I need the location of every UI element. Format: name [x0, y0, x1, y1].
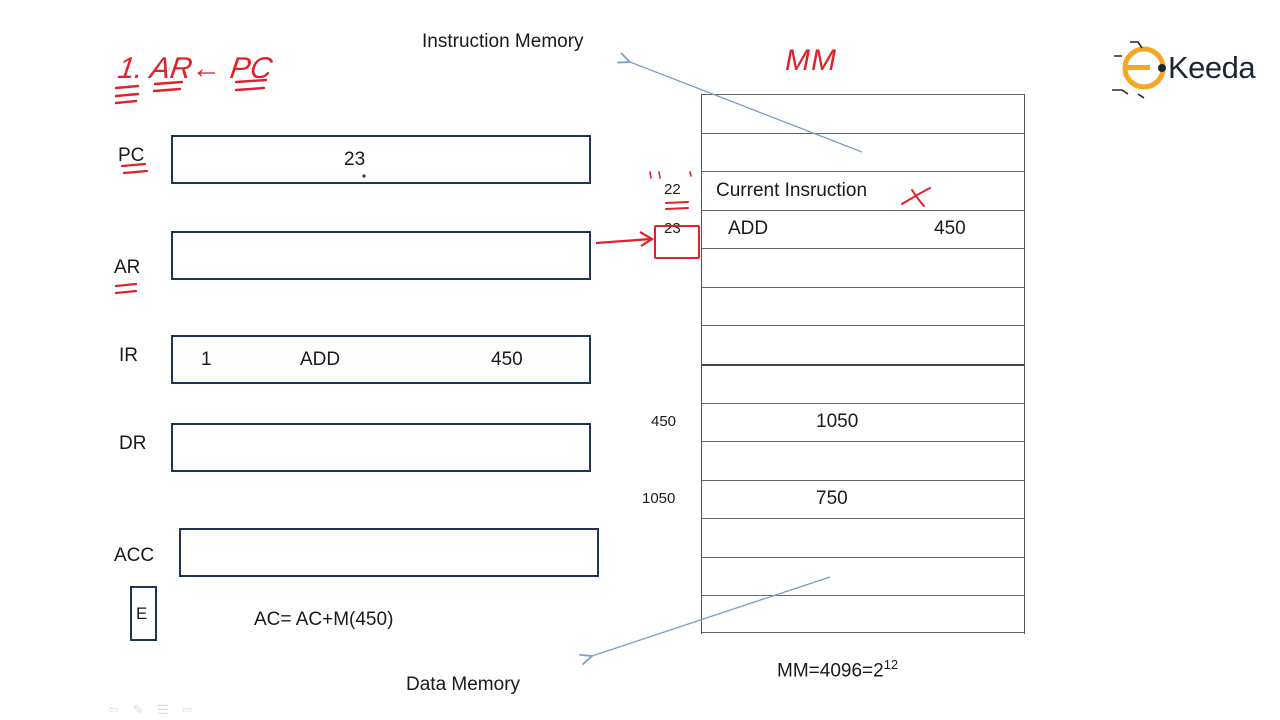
- ir-register-box: 1 ADD 450: [171, 335, 591, 384]
- memory-row: [702, 441, 1024, 479]
- acc-register-box: [179, 528, 599, 577]
- mm-formula-exponent: 12: [883, 657, 899, 672]
- memory-row: 1050: [702, 402, 1024, 441]
- underline-marks: [114, 78, 268, 105]
- memory-address-label: 450: [651, 412, 677, 430]
- memory-row: [702, 94, 1024, 132]
- ekeeda-logo: [1110, 36, 1260, 100]
- memory-address-label: 22: [664, 181, 681, 199]
- memory-row: 750: [702, 479, 1024, 518]
- pen-icon[interactable]: ✎: [132, 702, 144, 717]
- cross-mark: [901, 187, 931, 207]
- memory-row: ADD 450: [702, 209, 1024, 248]
- memory-row: [702, 595, 1024, 634]
- memory-row: Current Insruction: [702, 171, 1024, 209]
- logo-text: Keeda: [1168, 50, 1256, 85]
- ar-register-box: [171, 231, 591, 280]
- next-arrow-icon[interactable]: ⇨: [182, 702, 194, 717]
- pc-value: 23: [344, 148, 366, 170]
- prev-arrow-icon[interactable]: ⇦: [108, 702, 119, 717]
- arrow-to-instruction-memory: [630, 62, 863, 153]
- data-memory-label: Data Memory: [406, 674, 521, 695]
- memory-row: [702, 518, 1024, 556]
- ir-label: IR: [119, 345, 138, 366]
- dr-label: DR: [119, 433, 147, 454]
- mm-heading: MM: [785, 44, 837, 77]
- e-label: E: [136, 603, 148, 623]
- memory-row: [702, 364, 1024, 402]
- memory-row: [702, 132, 1024, 171]
- pc-underline: [120, 162, 149, 175]
- memory-row: [702, 556, 1024, 595]
- instruction-memory-label: Instruction Memory: [422, 31, 584, 52]
- ir-operand: 450: [491, 348, 523, 370]
- pc-dot: [362, 174, 366, 178]
- arrow-ar-to-address: [595, 237, 652, 245]
- memory-row: [702, 248, 1024, 286]
- ar-underline: [114, 282, 138, 295]
- menu-icon[interactable]: ☰: [157, 702, 169, 717]
- memory-row-text: ADD: [728, 218, 769, 240]
- equation-text: AC= AC+M(450): [254, 609, 394, 630]
- ir-index: 1: [201, 348, 212, 370]
- ar-label: AR: [114, 257, 141, 278]
- address-23-bracket: [654, 225, 700, 259]
- pc-register-box: 23: [171, 135, 591, 184]
- memory-row-text: 1050: [816, 411, 859, 433]
- memory-row-text: Current Insruction: [716, 179, 868, 201]
- address-22-underline: [665, 201, 689, 210]
- mm-formula: MM=4096=212: [777, 657, 898, 682]
- quote-marks: [649, 171, 692, 179]
- memory-row-text: 750: [816, 488, 848, 510]
- memory-row: [702, 325, 1024, 363]
- pc-label: PC: [118, 145, 145, 166]
- arrow-to-data-memory: [592, 576, 831, 656]
- mm-formula-base: MM=4096=2: [777, 660, 884, 682]
- dr-register-box: [171, 423, 591, 472]
- presentation-nav[interactable]: ⇦ ✎ ☰ ⇨: [108, 702, 193, 718]
- memory-address-label: 1050: [642, 490, 676, 507]
- memory-row-value: 450: [934, 218, 966, 240]
- memory-address-label: 23: [664, 220, 681, 237]
- memory-row: [702, 286, 1024, 325]
- acc-label: ACC: [114, 545, 155, 566]
- e-flag-box: E: [130, 586, 157, 641]
- logo-mark-icon: [1112, 41, 1166, 99]
- ir-opcode: ADD: [300, 348, 341, 370]
